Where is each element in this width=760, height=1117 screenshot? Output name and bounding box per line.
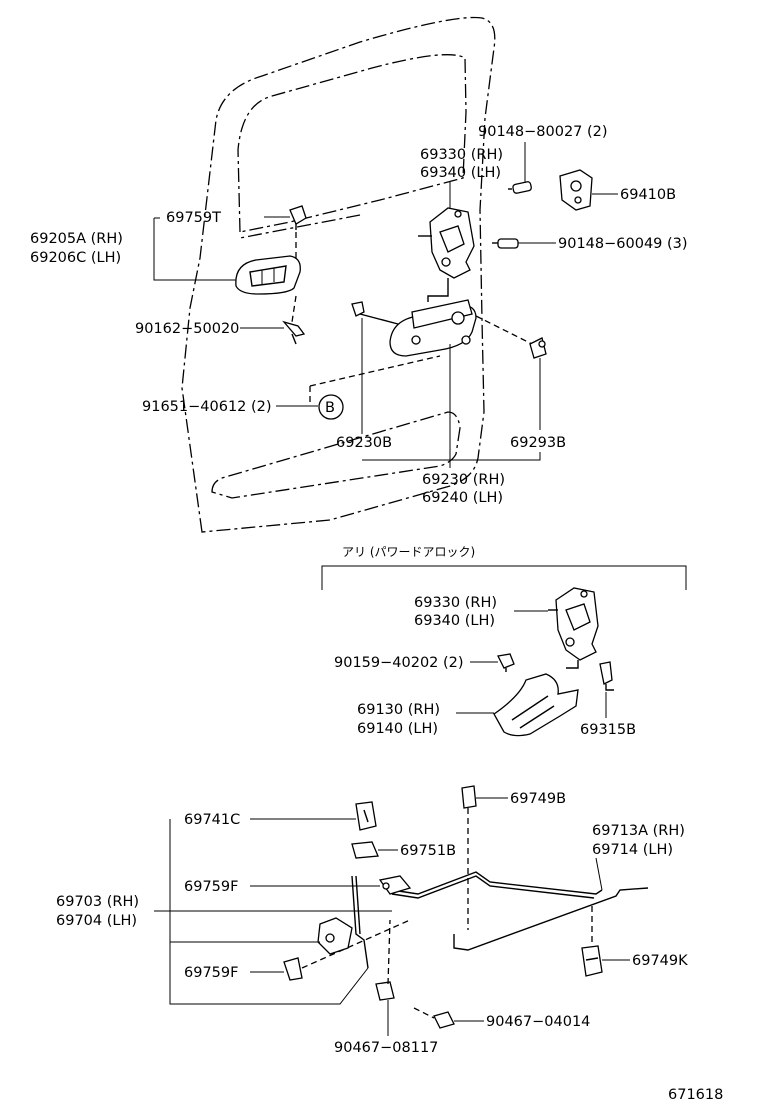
label-69714-lh: 69714 (LH) xyxy=(592,842,673,858)
screw-90162-50020-icon xyxy=(282,320,306,345)
label-69741c: 69741C xyxy=(184,812,240,828)
clip-69749b-icon xyxy=(461,785,477,809)
clip-90467-04014-icon xyxy=(433,1011,455,1029)
label-69749b: 69749B xyxy=(510,791,566,807)
label-90159-40202: 90159−40202 (2) xyxy=(334,655,464,671)
clip-69759f-lower-icon xyxy=(283,957,303,981)
bellcrank-69703-icon xyxy=(317,875,369,969)
label-69703-rh: 69703 (RH) xyxy=(56,894,139,910)
label-69330-rh-power: 69330 (RH) xyxy=(414,595,497,611)
clip-69315b-icon xyxy=(599,661,614,691)
group-bracket-69703 xyxy=(169,819,369,1005)
label-69759t: 69759T xyxy=(166,210,221,226)
label-90162-50020: 90162−50020 xyxy=(135,321,239,337)
label-90148-60049: 90148−60049 (3) xyxy=(558,236,688,252)
pin-69230b-icon xyxy=(351,301,399,325)
callout-b-letter: B xyxy=(325,400,335,416)
label-69713a-rh: 69713A (RH) xyxy=(592,823,685,839)
clip-69751b-icon xyxy=(351,841,379,859)
label-69206c-lh: 69206C (LH) xyxy=(30,250,121,266)
bolt-90148-60049-icon xyxy=(492,238,519,249)
label-69340-lh-upper: 69340 (LH) xyxy=(420,165,501,181)
label-69759f-upper: 69759F xyxy=(184,879,238,895)
outside-door-handle-icon xyxy=(389,299,477,357)
label-69140-lh: 69140 (LH) xyxy=(357,721,438,737)
label-69749k: 69749K xyxy=(632,953,688,969)
label-69751b: 69751B xyxy=(400,843,456,859)
clip-69741c-icon xyxy=(355,801,377,831)
door-lock-assembly-power-icon xyxy=(548,587,599,669)
rod-69713a-icon xyxy=(391,871,649,951)
label-69240-lh: 69240 (LH) xyxy=(422,490,503,506)
label-69130-rh: 69130 (RH) xyxy=(357,702,440,718)
actuator-69130-icon xyxy=(493,673,579,737)
clip-90467-08117-icon xyxy=(375,981,395,1001)
label-69330-rh-upper: 69330 (RH) xyxy=(420,147,503,163)
inside-door-handle-icon xyxy=(235,255,301,295)
label-69315b: 69315B xyxy=(580,722,636,738)
diagram-number: 671618 xyxy=(668,1087,723,1103)
power-lock-bracket xyxy=(321,565,687,590)
label-69759f-lower: 69759F xyxy=(184,965,238,981)
label-90467-08117: 90467−08117 xyxy=(334,1040,438,1056)
label-69704-lh: 69704 (LH) xyxy=(56,913,137,929)
door-lock-assembly-upper-icon xyxy=(418,207,475,302)
door-outline xyxy=(181,16,496,533)
striker-69410b-icon xyxy=(559,169,593,211)
label-91651-40612: 91651−40612 (2) xyxy=(142,399,272,415)
clip-69749k-icon xyxy=(581,945,603,977)
power-door-lock-note: アリ (パワードアロック) xyxy=(342,545,475,559)
label-69410b: 69410B xyxy=(620,187,676,203)
clip-69759f-upper-icon xyxy=(378,875,412,895)
label-69230-rh: 69230 (RH) xyxy=(422,472,505,488)
label-69293b: 69293B xyxy=(510,435,566,451)
rod-end-69293b-icon xyxy=(529,337,547,359)
label-90467-04014: 90467−04014 xyxy=(486,1014,590,1030)
label-69205a-rh: 69205A (RH) xyxy=(30,231,123,247)
label-90148-80027: 90148−80027 (2) xyxy=(478,124,608,140)
screw-90159-40202-icon xyxy=(497,653,515,672)
label-69230b: 69230B xyxy=(336,435,392,451)
clip-69759t-icon xyxy=(289,205,307,230)
label-69340-lh-power: 69340 (LH) xyxy=(414,613,495,629)
callout-b-circle xyxy=(318,394,344,420)
bolt-90148-80027-icon xyxy=(508,181,532,194)
